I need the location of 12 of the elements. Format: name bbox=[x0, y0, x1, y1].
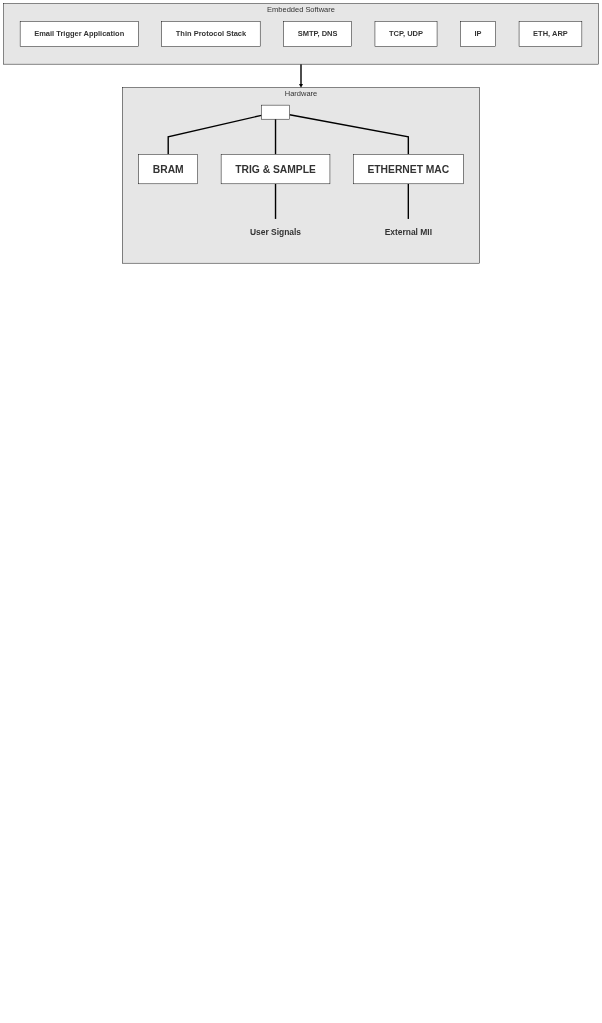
connector bbox=[167, 114, 263, 155]
connector bbox=[407, 183, 409, 220]
arrow bbox=[298, 63, 304, 88]
node-text: User Signals bbox=[249, 227, 302, 237]
connector bbox=[274, 118, 277, 155]
node-box: BRAM bbox=[138, 154, 198, 185]
node-box bbox=[261, 104, 290, 120]
connector bbox=[274, 183, 277, 220]
connector bbox=[288, 114, 409, 155]
node-box: TRIG & SAMPLE bbox=[220, 154, 331, 185]
node-text: External MII bbox=[384, 227, 432, 237]
node-box: ETHERNET MAC bbox=[353, 154, 464, 185]
